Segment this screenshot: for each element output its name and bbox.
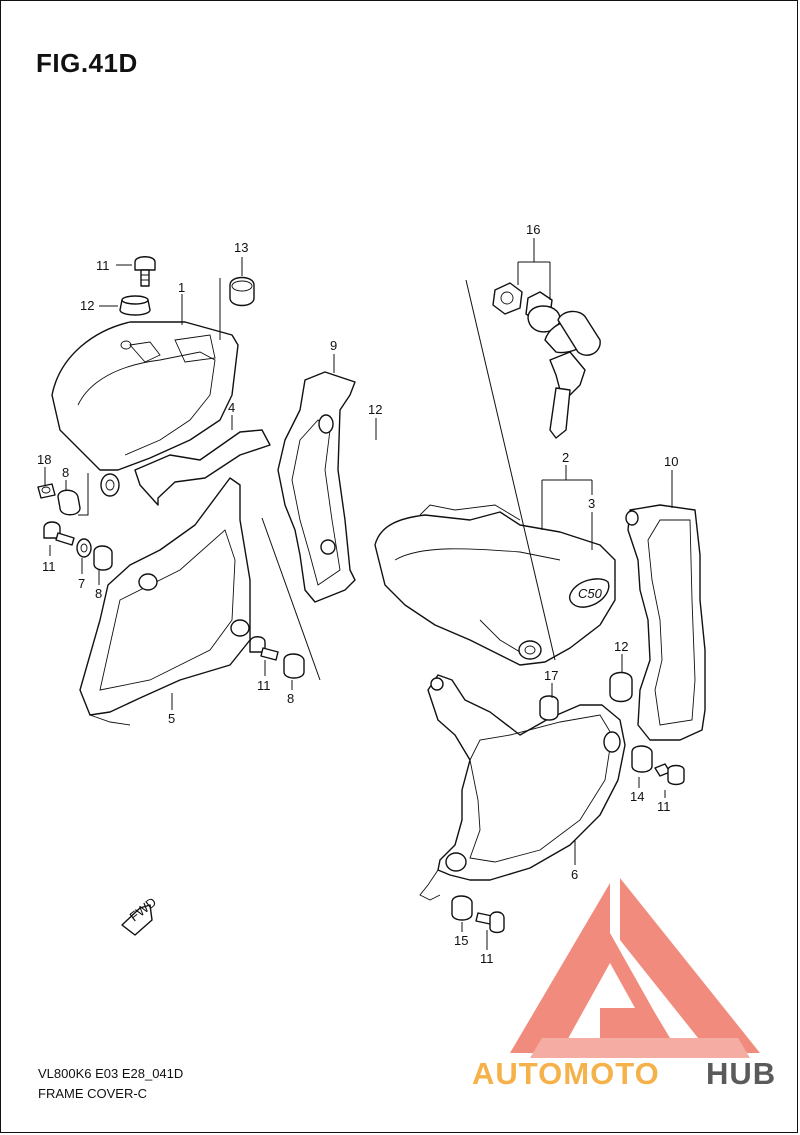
part-13-grommet: [229, 276, 255, 307]
callout-2: 2: [562, 450, 569, 465]
part-1-upper-cover: [51, 321, 239, 497]
logo-text-secondary: HUB: [706, 1056, 776, 1088]
model-code: VL800K6 E03 E28_041D: [38, 1066, 184, 1081]
part-11-screw-bottom: [475, 911, 505, 934]
part-15-grommet: [451, 895, 473, 921]
callout-13: 13: [234, 240, 248, 255]
part-6-lower-right-cover: [419, 674, 626, 901]
part-10-panel: [625, 504, 706, 741]
logo-triangle-left: [510, 883, 670, 1053]
callout-8: 8: [62, 465, 69, 480]
cover-emblem-text: C50: [578, 586, 603, 601]
logo-triangle-base: [530, 1038, 750, 1058]
callout-9: 9: [330, 338, 337, 353]
callout-16: 16: [526, 222, 540, 237]
callout-11: 11: [257, 678, 271, 693]
callout-17: 17: [544, 668, 558, 683]
callout-6: 6: [571, 867, 578, 882]
part-11-screw-left: [43, 521, 75, 546]
part-7-washer: [76, 538, 92, 558]
part-16-lock-set: [492, 282, 601, 439]
part-11-screw-top: [134, 256, 156, 287]
callout-12: 12: [614, 639, 628, 654]
logo-text-primary: AUTOMOTO: [472, 1056, 660, 1088]
part-12-grommet-right: [609, 671, 633, 703]
figure-title: FIG.41D: [36, 48, 138, 78]
callout-11: 11: [657, 799, 671, 814]
section-name: FRAME COVER-C: [38, 1086, 148, 1101]
callout-8: 8: [95, 586, 102, 601]
part-17-grommet: [539, 695, 559, 721]
logo-triangle-right: [620, 878, 760, 1053]
part-11-screw-right: [654, 763, 685, 786]
callout-15: 15: [454, 933, 468, 948]
callout-11: 11: [480, 951, 494, 966]
callout-18: 18: [37, 452, 51, 467]
part-14-grommet: [631, 745, 653, 773]
callout-10: 10: [664, 454, 678, 469]
callout-1: 1: [178, 280, 185, 295]
part-8-grommet-b: [93, 545, 113, 571]
part-11-screw-mid: [249, 636, 279, 661]
leader-lines: [44, 238, 673, 950]
callout-8: 8: [287, 691, 294, 706]
part-5-lower-cover: [79, 477, 251, 726]
callout-12: 12: [368, 402, 382, 417]
callout-11: 11: [96, 258, 110, 273]
part-9-bracket: [277, 371, 356, 603]
part-12-grommet-top: [119, 295, 151, 316]
part-8-grommet-a: [57, 489, 81, 516]
automotohub-logo: AUTOMOTO HUB: [472, 878, 776, 1088]
callout-4: 4: [228, 400, 235, 415]
part-18-nut: [37, 483, 56, 499]
part-2-side-cover: C50: [374, 504, 616, 666]
callout-3: 3: [588, 496, 595, 511]
fwd-arrow-icon: FWD: [121, 894, 159, 936]
callout-5: 5: [168, 711, 175, 726]
part-4-gasket: [134, 429, 271, 506]
callout-12: 12: [80, 298, 94, 313]
part-8-grommet-c: [283, 653, 305, 679]
callout-7: 7: [78, 576, 85, 591]
callout-11: 11: [42, 559, 56, 574]
callout-14: 14: [630, 789, 644, 804]
